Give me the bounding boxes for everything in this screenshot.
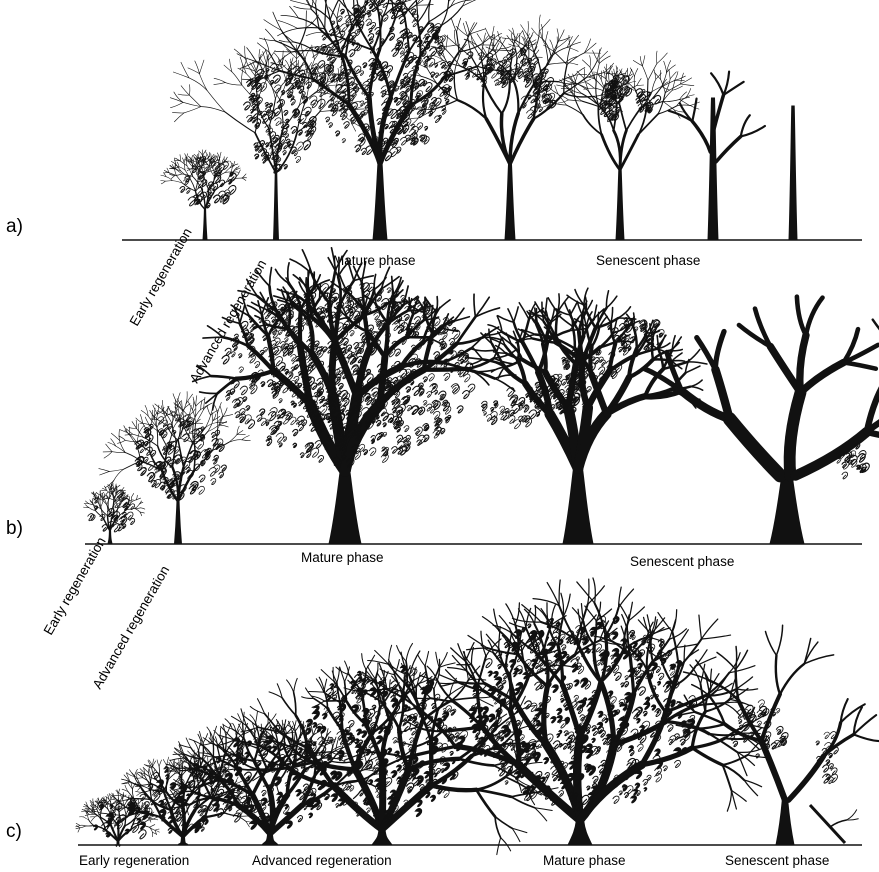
panel-b-tree-early-regeneration [83,483,144,544]
panel-c-label-advanced-regeneration: Advanced regeneration [252,853,392,868]
panel-b-label-senescent-phase: Senescent phase [630,554,734,569]
panel-c-tree-early-regeneration [76,789,160,846]
panel-a-label-early-regeneration: Early regeneration [127,225,195,328]
panel-c-label-mature-phase: Mature phase [543,853,626,868]
panel-a-letter: a) [6,216,23,237]
panel-c-letter: c) [6,821,22,842]
panel-b-label-advanced-regeneration: Advanced regeneration [90,563,173,691]
panel-b-label-mature-phase: Mature phase [301,550,384,565]
panel-a-tree-senescent-3 [669,72,765,240]
panel-a-label-senescent-phase: Senescent phase [596,253,700,268]
panel-c-label-early-regeneration: Early regeneration [79,853,189,868]
panel-b-letter: b) [6,518,23,539]
panel-a-tree-senescent-4 [789,106,797,240]
panel-b-tree-senescent-2 [644,297,879,544]
panel-a-tree-early-regeneration [161,150,247,240]
panel-c-label-senescent-phase: Senescent phase [725,853,829,868]
panel-b-label-early-regeneration: Early regeneration [41,534,109,637]
panel-c-tree-senescent [672,625,879,845]
panel-b-tree-senescent-1 [467,288,707,544]
